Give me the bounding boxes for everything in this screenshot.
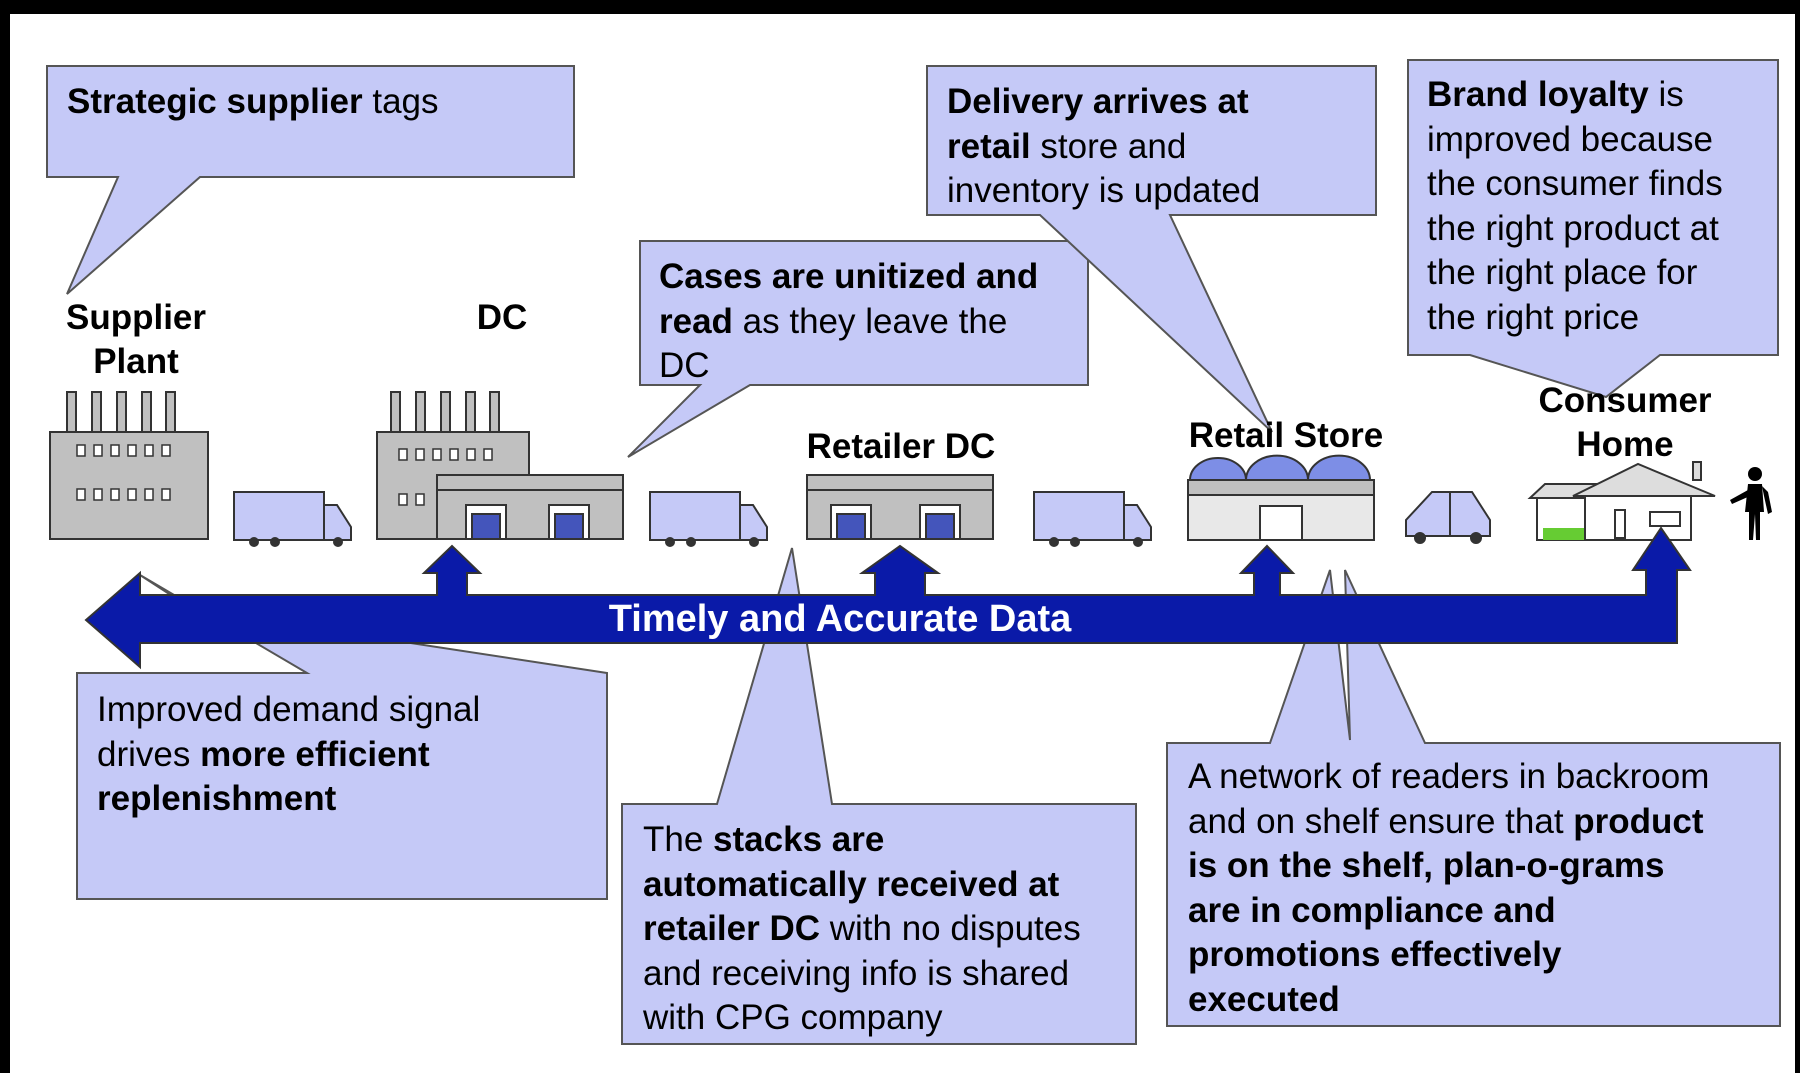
callout-line: promotions effectively [1188, 933, 1709, 978]
dc-building-icon [376, 391, 624, 540]
callout-text-run: and receiving info is shared [643, 953, 1070, 993]
callout-text-run: tags [362, 82, 439, 121]
callout-line: and receiving info is shared [643, 952, 1081, 997]
node-label-supplier-plant: Supplier Plant [65, 298, 207, 381]
callout-line: automatically received at [643, 863, 1081, 908]
callout-text-run: stacks are [713, 820, 885, 859]
callout-cases-unitized-bubble [627, 240, 1089, 458]
callout-text-run: Strategic supplier [67, 82, 363, 121]
callout-text-run: inventory is updated [947, 171, 1261, 210]
callout-text-run: The [643, 820, 714, 859]
truck-icon-3 [1033, 491, 1152, 547]
callout-strategic-supplier-text: Strategic supplier tags [67, 80, 439, 125]
truck-icon-2 [649, 491, 768, 547]
retail-store-building-icon [1187, 454, 1375, 541]
callout-text-run: Brand loyalty [1427, 75, 1649, 114]
callout-text-run: the right price [1427, 297, 1640, 337]
callout-text-run: improved because [1427, 119, 1713, 159]
callout-text-run: retailer DC [643, 909, 821, 948]
callout-text-run: more efficient [200, 734, 430, 774]
callout-text-run: executed [1188, 979, 1340, 1019]
node-label-dc: DC [476, 298, 528, 337]
callout-cases-unitized-text: Cases are unitized and read as they leave… [659, 255, 1038, 389]
callout-strategic-supplier-bubble [46, 65, 575, 295]
callout-text-run: the consumer finds [1427, 164, 1723, 203]
truck-icon-1 [233, 491, 352, 547]
callout-line: Brand loyalty is [1427, 73, 1723, 118]
callout-line: replenishment [97, 777, 480, 822]
callout-improved-demand-text: Improved demand signal drives more effici… [97, 688, 480, 822]
callout-text-run: Delivery arrives at [947, 82, 1249, 121]
callout-text-run: Cases are unitized and [659, 257, 1039, 296]
callout-network-readers-bubble [1166, 569, 1781, 1027]
callout-text-run: promotions effectively [1188, 935, 1562, 974]
node-label-retailer-dc: Retailer DC [806, 427, 996, 466]
retailer-dc-building-icon [806, 474, 994, 540]
callout-line: is on the shelf, plan-o-grams [1188, 844, 1709, 889]
callout-text-run: replenishment [97, 779, 337, 818]
callout-text-run: automatically received at [643, 864, 1060, 904]
callout-line: Strategic supplier tags [67, 80, 439, 125]
callout-line: Improved demand signal [97, 688, 480, 733]
callout-text-run: the right place for [1427, 253, 1698, 292]
callout-delivery-arrives-bubble [926, 65, 1377, 433]
callout-text-run: read [659, 301, 733, 341]
callout-line: A network of readers in backroom [1188, 755, 1709, 800]
callout-stacks-received-bubble [621, 547, 1137, 1045]
callout-text-run: and on shelf ensure that [1188, 801, 1574, 841]
callout-line: executed [1188, 978, 1709, 1023]
person-icon [1730, 467, 1772, 540]
callout-line: inventory is updated [947, 169, 1260, 214]
callout-text-run: retail [947, 126, 1031, 166]
node-label-consumer-home: Consumer Home [1538, 381, 1712, 464]
callout-line: DC [659, 344, 1038, 389]
callout-line: read as they leave the [659, 300, 1038, 345]
supplier-plant-icon [49, 391, 209, 540]
callout-text-run: Improved demand signal [97, 690, 481, 729]
node-label-retail-store: Retail Store [1188, 416, 1384, 455]
callout-network-readers-text: A network of readers in backroom and on s… [1188, 755, 1709, 1022]
callout-line: with CPG company [643, 996, 1081, 1041]
callout-line: and on shelf ensure that product [1188, 800, 1709, 845]
callout-line: the right place for [1427, 251, 1723, 296]
callout-line: Delivery arrives at [947, 80, 1260, 125]
callout-text-run: A network of readers in backroom [1188, 757, 1710, 796]
callout-line: The stacks are [643, 818, 1081, 863]
callout-text-run: is [1648, 75, 1684, 114]
callout-text-run: store and [1030, 126, 1187, 166]
callout-text-run: drives [97, 734, 201, 774]
callout-text-run: the right product at [1427, 208, 1719, 248]
callout-text-run: as they leave the [732, 301, 1008, 341]
data-band-arrow [84, 526, 1692, 670]
callout-brand-loyalty-bubble [1407, 59, 1779, 399]
callout-line: drives more efficient [97, 733, 480, 778]
callout-line: retailer DC with no disputes [643, 907, 1081, 952]
callout-text-run: with no disputes [820, 909, 1081, 948]
callout-line: retail store and [947, 125, 1260, 170]
car-icon [1405, 491, 1491, 544]
callout-line: Cases are unitized and [659, 255, 1038, 300]
data-band-label: Timely and Accurate Data [608, 598, 1072, 640]
callout-line: are in compliance and [1188, 889, 1709, 934]
callout-line: the consumer finds [1427, 162, 1723, 207]
callout-text-run: product [1573, 801, 1704, 841]
callout-text-run: is on the shelf, plan-o-grams [1188, 846, 1665, 885]
callout-line: the right product at [1427, 207, 1723, 252]
callout-line: the right price [1427, 296, 1723, 341]
callout-text-run: with CPG company [643, 998, 943, 1037]
callout-text-run: are in compliance and [1188, 890, 1556, 930]
callout-text-run: DC [659, 346, 710, 385]
consumer-home-icon [1527, 461, 1716, 541]
callout-line: improved because [1427, 118, 1723, 163]
